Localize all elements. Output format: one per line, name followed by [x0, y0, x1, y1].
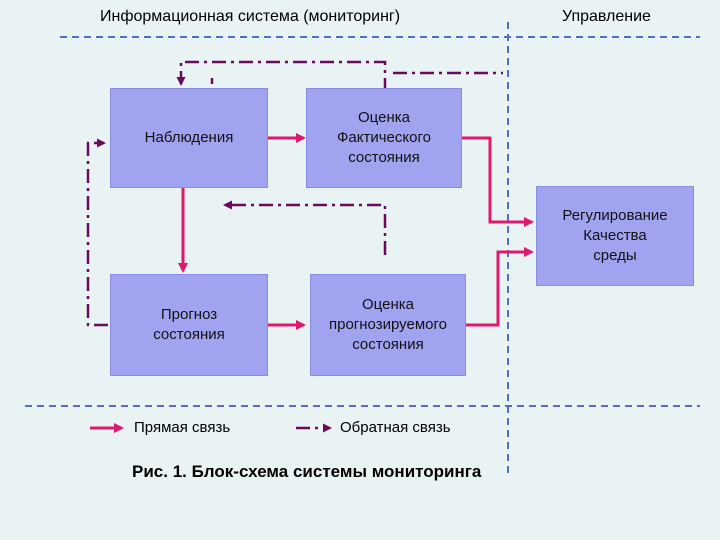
feedback-assessment-to-obs — [223, 200, 387, 255]
header-control: Управление — [562, 8, 651, 25]
divider-lines — [25, 22, 700, 478]
box-forecast-assessment: Оценка прогнозируемого состояния — [310, 274, 466, 376]
feedback-forecast-to-obs — [86, 138, 108, 327]
arrow-actual-to-regulation — [462, 136, 534, 227]
feedback-links — [86, 60, 503, 327]
legend-feedback-label: Обратная связь — [340, 419, 451, 436]
arrow-assessment-to-regulation — [466, 247, 534, 327]
figure-caption: Рис. 1. Блок-схема системы мониторинга — [132, 462, 482, 481]
box-observations: Наблюдения — [110, 88, 268, 188]
legend-direct-label: Прямая связь — [134, 419, 231, 436]
box-actual-assessment: Оценка Фактического состояния — [306, 88, 462, 188]
box-regulation: Регулирование Качества среды — [536, 186, 694, 286]
header-monitoring: Информационная система (мониторинг) — [100, 8, 401, 25]
feedback-actual-to-obs — [176, 60, 387, 92]
box-forecast: Прогноз состояния — [110, 274, 268, 376]
direct-links — [178, 133, 534, 330]
